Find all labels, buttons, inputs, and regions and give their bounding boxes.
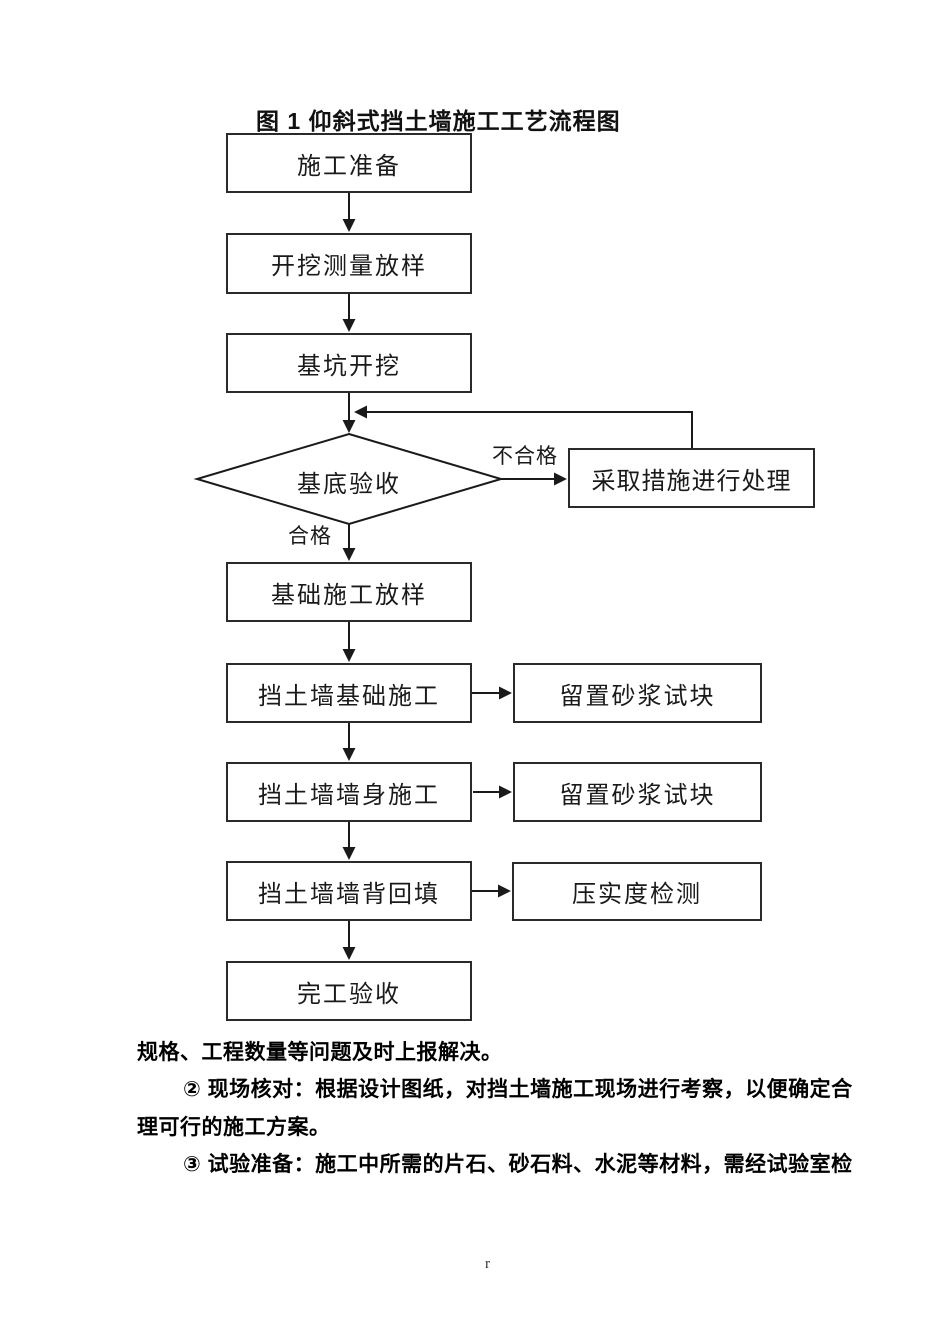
flow-box-excavation: 基坑开挖 — [226, 333, 472, 393]
paragraph-line-4: ③ 试验准备：施工中所需的片石、砂石料、水泥等材料，需经试验室检 — [183, 1153, 853, 1176]
footer-mark: r — [485, 1256, 490, 1272]
flow-box-backfill: 挡土墙墙背回填 — [226, 861, 472, 921]
flow-box-foundation: 挡土墙基础施工 — [226, 663, 472, 723]
flow-box-layout: 基础施工放样 — [226, 562, 472, 622]
paragraph-line-3: 理可行的施工方案。 — [137, 1116, 331, 1139]
flow-box-treatment: 采取措施进行处理 — [568, 448, 815, 508]
branch-label-fail: 不合格 — [492, 444, 558, 468]
figure-title: 图 1 仰斜式挡土墙施工工艺流程图 — [256, 108, 621, 134]
paragraph-line-2: ② 现场核对：根据设计图纸，对挡土墙施工现场进行考察，以便确定合 — [183, 1078, 853, 1101]
branch-label-pass: 合格 — [288, 524, 332, 548]
flow-box-prep: 施工准备 — [226, 133, 472, 193]
flow-box-compaction-test: 压实度检测 — [512, 862, 762, 921]
flow-box-completion: 完工验收 — [226, 961, 472, 1021]
decision-label: 基底验收 — [297, 472, 401, 498]
flow-box-mortar-sample-1: 留置砂浆试块 — [513, 663, 762, 723]
flow-box-mortar-sample-2: 留置砂浆试块 — [513, 762, 762, 822]
flow-box-survey: 开挖测量放样 — [226, 233, 472, 294]
flow-box-wallbody: 挡土墙墙身施工 — [226, 762, 472, 822]
paragraph-line-1: 规格、工程数量等问题及时上报解决。 — [137, 1041, 503, 1064]
